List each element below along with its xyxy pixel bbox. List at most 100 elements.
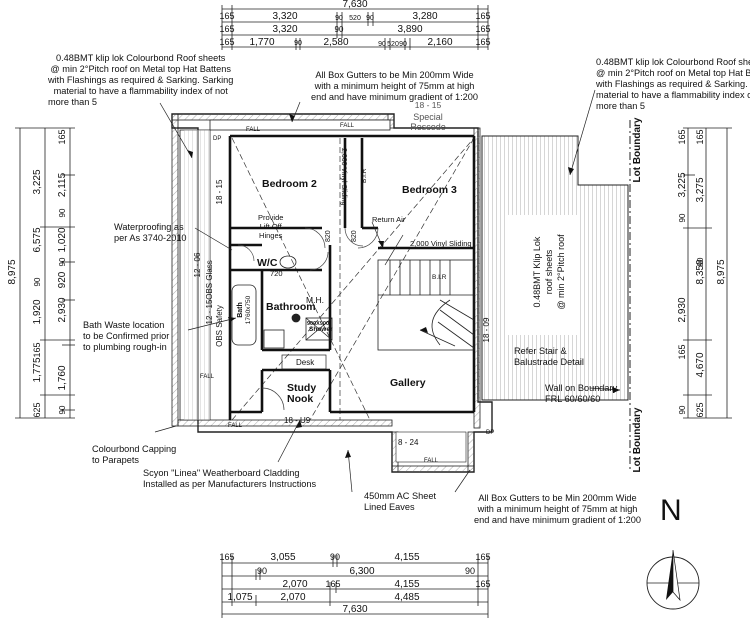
mh-label: M.H.	[306, 295, 324, 305]
note-roof-right: 0.48BMT klip lok Colourbond Roof she @ m…	[596, 57, 750, 112]
dim: 90	[678, 405, 687, 414]
note-lift-off: Provide Lift Off Hinges	[258, 213, 283, 240]
dim: 1,920	[32, 299, 43, 324]
note-stair: Refer Stair & Balustrade Detail	[514, 346, 584, 368]
note-line: more than 5	[596, 101, 646, 111]
dim: 165	[677, 344, 687, 359]
dp-label: DP	[213, 136, 221, 142]
room-bathroom: Bathroom	[266, 301, 316, 313]
dim: 165	[475, 11, 490, 21]
dim: 1,770	[249, 37, 274, 48]
shower-label: Shower	[309, 326, 333, 333]
dim: 90	[465, 566, 475, 576]
dim: 1,075	[227, 592, 252, 603]
dim: 165	[32, 342, 42, 357]
bath-label: Bath	[237, 302, 244, 318]
bath-fixture	[231, 255, 333, 349]
level-12-06: 12 - 06	[193, 252, 202, 277]
dim: 625	[695, 402, 705, 417]
bottom-gutter	[395, 431, 467, 463]
dim: 90	[330, 552, 340, 562]
note-capping: Colourbond Capping to Parapets	[92, 444, 176, 466]
note-line: FRL 60/60/60	[545, 394, 601, 404]
obs-safety-label: OBS Safety	[215, 305, 224, 347]
dim: 8,350	[695, 259, 706, 284]
dim: 165	[219, 11, 234, 21]
fall-label: FALL	[424, 458, 439, 464]
top-gutter	[209, 119, 391, 131]
dim: 90	[58, 257, 67, 266]
note-line: Balustrade Detail	[514, 357, 584, 367]
note-line: to be Confirmed prior	[83, 331, 170, 341]
dim: 90	[335, 15, 343, 22]
vinyl-sliding-horizontal: 2,000 Vinyl Sliding	[410, 239, 472, 248]
dim: 6,575	[32, 227, 43, 252]
dim: 2,580	[323, 37, 348, 48]
bir-label-stair: B.I.R	[432, 274, 447, 281]
opening-820-a: 820	[351, 230, 358, 242]
room-gallery: Gallery	[390, 377, 426, 389]
desk-outline	[281, 354, 327, 370]
lot-boundary-top: Lot Boundary	[632, 117, 643, 182]
dim: 1,020	[57, 227, 68, 252]
dim: 165	[219, 24, 234, 34]
hip-lines	[231, 137, 475, 421]
rescode-rescode: Rescode	[410, 122, 446, 132]
note-line: with a minimum height of 75mm at high	[477, 504, 638, 514]
dim: 165	[695, 129, 705, 144]
dim: 6,300	[349, 566, 374, 577]
dim: 90	[366, 15, 374, 22]
level-18-09: 18 - 09	[482, 317, 491, 342]
bottom-overall-dim: 7,630	[342, 604, 367, 615]
note-wall-boundary: Wall on Boundary FRL 60/60/60	[545, 383, 617, 405]
level-18-u9: 18 - U9	[284, 416, 311, 425]
left-dimensions	[15, 127, 75, 419]
dim: 165	[677, 129, 687, 144]
level-18-15-left: 18 - 15	[215, 179, 224, 204]
north-arrow	[646, 549, 700, 610]
dim: 90	[335, 25, 344, 34]
dim: 3,055	[270, 552, 295, 563]
dim: 165	[475, 552, 490, 562]
dim: 3,225	[677, 172, 688, 197]
dim: 2,930	[57, 297, 68, 322]
note-line: with Flashings as required & Sarking. Sa…	[48, 75, 234, 85]
room-wc: W/C	[257, 257, 278, 269]
shower-size: 900X900	[307, 321, 329, 327]
dim: 3,320	[272, 11, 297, 22]
dim: 165	[475, 37, 490, 47]
dim: 625	[32, 402, 42, 417]
note-eaves: 450mm AC Sheet Lined Eaves	[364, 491, 436, 513]
note-line: 450mm AC Sheet	[364, 491, 437, 501]
fall-label: FALL	[228, 423, 243, 429]
dim: 3,225	[32, 169, 43, 194]
room-bedroom-2: Bedroom 2	[262, 178, 317, 190]
note-line: to plumbing rough-in	[83, 342, 167, 352]
dim: 165	[219, 37, 234, 47]
lot-boundary-bottom: Lot Boundary	[632, 407, 643, 472]
note-line: more than 5	[48, 97, 98, 107]
top-overall-dim: 7,630	[342, 0, 367, 10]
opening-720: 720	[270, 269, 283, 278]
dim: 4,155	[394, 579, 419, 590]
dim: 2,070	[280, 592, 305, 603]
dim: 1,775	[32, 357, 43, 382]
fall-label: FALL	[200, 374, 215, 380]
klip-note-2: roof sheets	[544, 249, 554, 294]
interior-walls	[228, 134, 476, 420]
note-line: Lined Eaves	[364, 502, 415, 512]
note-waterproofing: Waterproofing as per As 3740-2010	[114, 222, 187, 244]
dim: 920	[57, 271, 68, 288]
note-line: @ min 2°Pitch roof on Metal top Hat B	[596, 68, 750, 78]
dim: 165	[475, 579, 490, 589]
bottom-dimensions	[221, 555, 489, 618]
rescode-level: 18 - 15	[415, 100, 442, 110]
dim: 520	[349, 15, 361, 22]
note-line: Waterproofing as	[114, 222, 184, 232]
dim: 4,155	[394, 552, 419, 563]
dim: 90	[58, 405, 67, 414]
note-line: material to have a flammability index o	[596, 90, 750, 100]
note-line: Installed as per Manufacturers Instructi…	[143, 479, 317, 489]
note-gutters-bottom: All Box Gutters to be Min 200mm Wide wit…	[474, 493, 641, 526]
dim: 90	[257, 566, 267, 576]
